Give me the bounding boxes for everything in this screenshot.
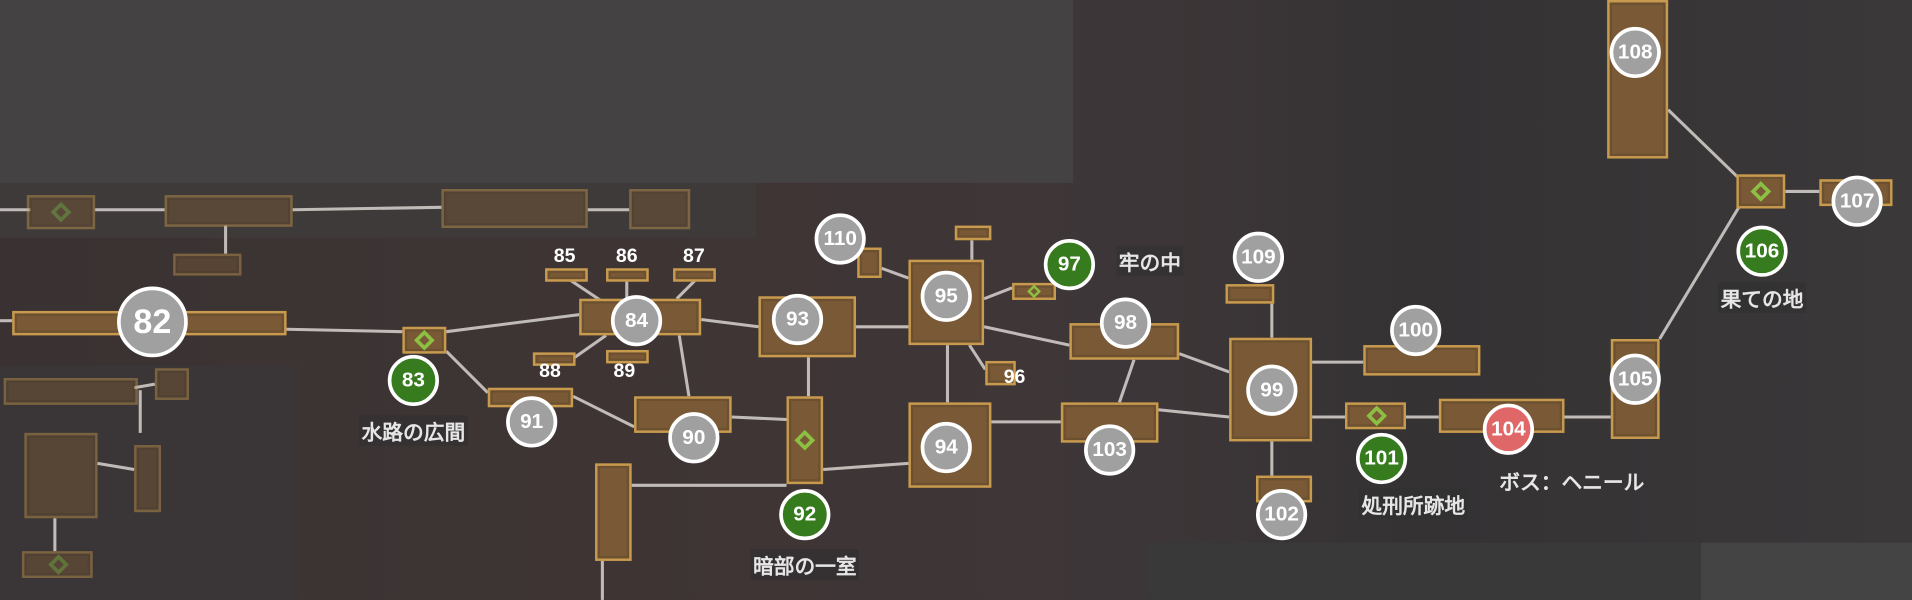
- area-label-shokei: 処刑所跡地: [1359, 488, 1468, 519]
- room: [26, 195, 96, 230]
- map-marker-103[interactable]: 103: [1084, 424, 1136, 476]
- room-number-86: 86: [615, 246, 638, 268]
- save-marker-101[interactable]: 101: [1355, 432, 1408, 485]
- room: [441, 189, 588, 229]
- room: [532, 352, 576, 366]
- room: [154, 368, 190, 400]
- room: [24, 432, 98, 519]
- room: [954, 225, 992, 241]
- map-marker-91[interactable]: 91: [506, 396, 558, 448]
- map-marker-99[interactable]: 99: [1246, 364, 1298, 416]
- background-panel: [1701, 542, 1912, 600]
- room: [786, 396, 824, 485]
- map-marker-102[interactable]: 102: [1255, 488, 1308, 541]
- save-marker-106[interactable]: 106: [1736, 225, 1788, 277]
- map-marker-82[interactable]: 82: [117, 286, 188, 358]
- room: [595, 463, 632, 561]
- room: [985, 360, 1016, 386]
- save-point-icon: [1750, 181, 1772, 202]
- room-number-85: 85: [553, 246, 576, 268]
- save-point-icon: [1027, 284, 1041, 299]
- room: [402, 326, 447, 354]
- background-panel: [0, 365, 299, 600]
- area-label-anbu: 暗部の一室: [750, 549, 860, 580]
- room: [1344, 402, 1406, 430]
- room: [21, 551, 93, 578]
- map-marker-105[interactable]: 105: [1609, 353, 1661, 405]
- map-marker-84[interactable]: 84: [610, 295, 663, 347]
- room-number-89: 89: [613, 360, 636, 382]
- background-panel: [0, 0, 1074, 183]
- map-marker-100[interactable]: 100: [1390, 304, 1442, 357]
- save-point-icon: [1366, 405, 1388, 427]
- map-marker-94[interactable]: 94: [920, 421, 972, 474]
- room: [606, 268, 649, 282]
- area-label-boss: ボス：ヘニール: [1499, 471, 1645, 495]
- map-marker-95[interactable]: 95: [920, 270, 972, 322]
- save-marker-83[interactable]: 83: [387, 354, 439, 407]
- area-label-hate: 果ての地: [1718, 282, 1806, 313]
- room: [134, 445, 161, 513]
- room-number-88: 88: [539, 360, 561, 382]
- save-point-icon: [794, 429, 816, 451]
- save-point-icon: [50, 201, 72, 223]
- map-marker-98[interactable]: 98: [1099, 297, 1152, 349]
- room: [629, 189, 691, 230]
- room: [3, 378, 138, 405]
- map-marker-109[interactable]: 109: [1232, 231, 1285, 283]
- room: [1736, 174, 1786, 209]
- room: [173, 253, 242, 276]
- room: [545, 268, 588, 282]
- map-marker-93[interactable]: 93: [771, 293, 824, 346]
- room: [1607, 0, 1669, 159]
- map-marker-108[interactable]: 108: [1609, 26, 1661, 79]
- map-marker-110[interactable]: 110: [814, 213, 866, 265]
- room: [1012, 282, 1057, 300]
- room-number-87: 87: [682, 246, 705, 268]
- save-point-icon: [414, 329, 435, 351]
- map-marker-90[interactable]: 90: [668, 412, 720, 464]
- room-number-96: 96: [1003, 367, 1026, 388]
- save-point-icon: [48, 554, 69, 575]
- area-label-suiro: 水路の広間: [359, 415, 468, 446]
- room: [673, 268, 716, 282]
- area-label-rou: 牢の中: [1116, 245, 1184, 277]
- save-marker-97[interactable]: 97: [1043, 239, 1096, 291]
- save-marker-92[interactable]: 92: [779, 488, 831, 541]
- room: [1225, 284, 1275, 304]
- room: [164, 195, 293, 227]
- room: [606, 349, 649, 364]
- map-marker-107[interactable]: 107: [1831, 175, 1883, 227]
- boss-marker-104[interactable]: 104: [1482, 403, 1535, 455]
